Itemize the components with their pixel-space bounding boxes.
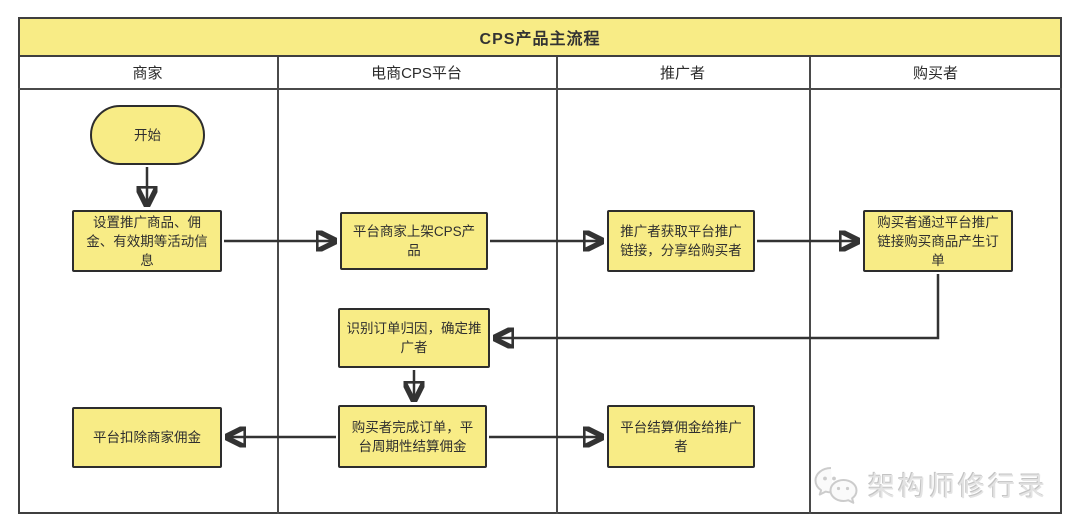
lane-divider-3 <box>809 57 811 514</box>
lane-header-buyer: 购买者 <box>912 65 958 82</box>
node-pay-promoter: 平台结算佣金给推广者 <box>607 405 755 468</box>
node-list-products: 平台商家上架CPS产品 <box>340 212 488 270</box>
header-separator-line <box>18 88 1062 90</box>
node-get-link: 推广者获取平台推广链接，分享给购买者 <box>607 210 755 272</box>
node-deduct-commission: 平台扣除商家佣金 <box>72 407 222 468</box>
watermark: 架构师修行录 <box>813 465 1048 504</box>
lane-divider-2 <box>556 57 558 514</box>
node-settle-commission: 购买者完成订单，平台周期性结算佣金 <box>338 405 487 468</box>
lane-divider-1 <box>277 57 279 514</box>
node-buy-order: 购买者通过平台推广链接购买商品产生订单 <box>863 210 1013 272</box>
watermark-text: 架构师修行录 <box>868 472 1048 502</box>
lane-header-promoter: 推广者 <box>659 65 705 82</box>
lane-header-merchant: 商家 <box>132 65 163 82</box>
node-setup-campaign: 设置推广商品、佣金、有效期等活动信息 <box>72 210 222 272</box>
diagram-title: CPS产品主流程 <box>18 17 1062 57</box>
node-attribute-order: 识别订单归因，确定推广者 <box>338 308 490 368</box>
lane-header-platform: 电商CPS平台 <box>371 65 462 82</box>
wechat-icon <box>814 466 858 504</box>
node-start: 开始 <box>90 105 205 165</box>
